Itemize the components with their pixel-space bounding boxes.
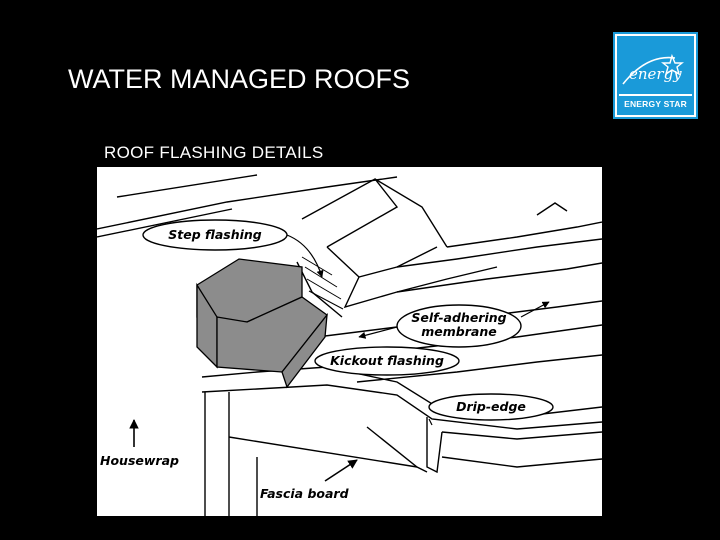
slide-title: WATER MANAGED ROOFS xyxy=(68,64,411,94)
callout-step-flashing: Step flashing xyxy=(142,219,324,278)
svg-text:Housewrap: Housewrap xyxy=(100,453,179,468)
callout-kickout-flashing: Kickout flashing xyxy=(314,346,460,376)
callout-self-adhering-membrane: Self-adhering membrane xyxy=(358,301,550,348)
label-fascia-board: Fascia board xyxy=(260,459,358,501)
roof-flashing-illustration: Step flashing Self-adhering membrane Kic… xyxy=(97,174,602,516)
energy-star-mark-icon: energy xyxy=(622,53,684,85)
svg-text:Step flashing: Step flashing xyxy=(168,227,262,242)
kickout-flashing-shape xyxy=(196,258,328,389)
callout-drip-edge: Drip-edge xyxy=(428,393,554,426)
label-housewrap: Housewrap xyxy=(100,419,179,468)
logo-script-text: energy xyxy=(629,65,682,83)
slide-subtitle: ROOF FLASHING DETAILS xyxy=(104,143,324,162)
energy-star-logo: energy ENERGY STAR xyxy=(613,32,698,119)
roof-flashing-diagram: Step flashing Self-adhering membrane Kic… xyxy=(97,167,602,516)
svg-text:Drip-edge: Drip-edge xyxy=(456,399,526,414)
svg-text:membrane: membrane xyxy=(421,324,496,339)
svg-text:Kickout flashing: Kickout flashing xyxy=(330,353,444,368)
logo-band-text: ENERGY STAR xyxy=(619,94,692,112)
svg-text:Self-adhering: Self-adhering xyxy=(411,310,506,325)
roof-structure xyxy=(97,174,602,516)
svg-text:Fascia board: Fascia board xyxy=(260,486,350,501)
